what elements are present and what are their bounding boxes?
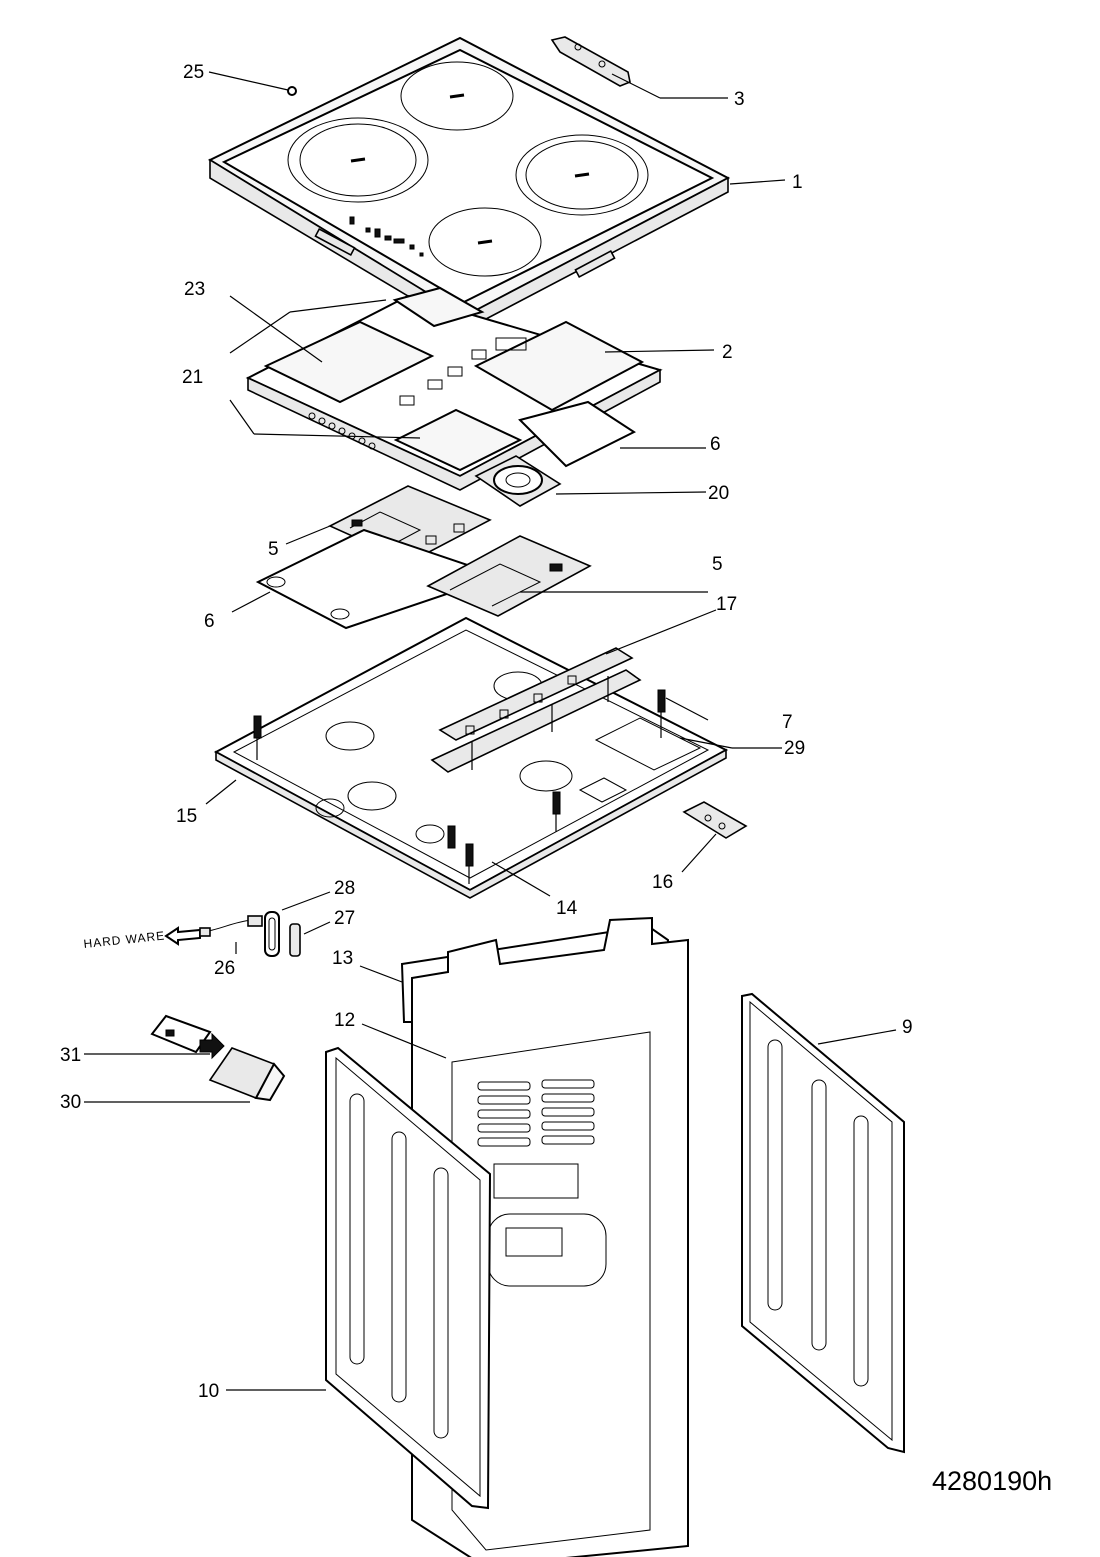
- power-board-right: [426, 535, 592, 617]
- label-31: 31: [60, 1045, 81, 1066]
- label-5-left: 5: [268, 539, 279, 560]
- label-20: 20: [708, 483, 729, 504]
- grommet-small: [289, 923, 301, 957]
- feet-pins: [253, 689, 666, 884]
- label-15: 15: [176, 806, 197, 827]
- label-28: 28: [334, 878, 355, 899]
- label-12: 12: [334, 1010, 355, 1031]
- induction-support-plate: [245, 286, 663, 491]
- insulation-sheet-upper: [518, 400, 637, 468]
- label-1: 1: [792, 172, 803, 193]
- label-2: 2: [722, 342, 733, 363]
- label-6-upper: 6: [710, 434, 721, 455]
- drawing-code: 4280190h: [932, 1466, 1052, 1496]
- label-6-lower: 6: [204, 611, 215, 632]
- terminal-block: [682, 801, 748, 839]
- label-13: 13: [332, 948, 353, 969]
- touch-control-symbols: [349, 216, 424, 257]
- rating-label: [150, 1014, 212, 1054]
- label-21: 21: [182, 367, 203, 388]
- back-panel-vents: [477, 1079, 595, 1147]
- part-number-labels: 25 3 1 23 2 21 6 20 5 5 6 17 7 29 15 16 …: [60, 62, 913, 1402]
- right-side-panel: [741, 992, 905, 1454]
- label-3: 3: [734, 89, 745, 110]
- hob-glass-top: [207, 36, 731, 331]
- label-30: 30: [60, 1092, 81, 1113]
- grommet-large: [264, 911, 280, 957]
- label-17: 17: [716, 594, 737, 615]
- label-25: 25: [183, 62, 204, 83]
- label-10: 10: [198, 1381, 219, 1402]
- label-29: 29: [784, 738, 805, 759]
- label-14: 14: [556, 898, 578, 919]
- hardware-note: HARD WARE: [83, 929, 166, 951]
- label-27: 27: [334, 908, 355, 929]
- wiring-assembly: [164, 915, 263, 946]
- label-23: 23: [184, 279, 205, 300]
- direction-arrow-icon: [199, 1032, 225, 1060]
- cooling-fan: [474, 455, 562, 507]
- label-16: 16: [652, 872, 673, 893]
- screw-part: [287, 86, 297, 96]
- leader-lines: [84, 71, 897, 1391]
- label-26: 26: [214, 958, 235, 979]
- control-board: [430, 647, 642, 773]
- label-5-right: 5: [712, 554, 723, 575]
- left-side-panel: [325, 1046, 492, 1510]
- label-7: 7: [782, 712, 793, 733]
- label-9: 9: [902, 1017, 913, 1038]
- documentation-package: [208, 1047, 286, 1102]
- hob-bracket: [550, 36, 631, 87]
